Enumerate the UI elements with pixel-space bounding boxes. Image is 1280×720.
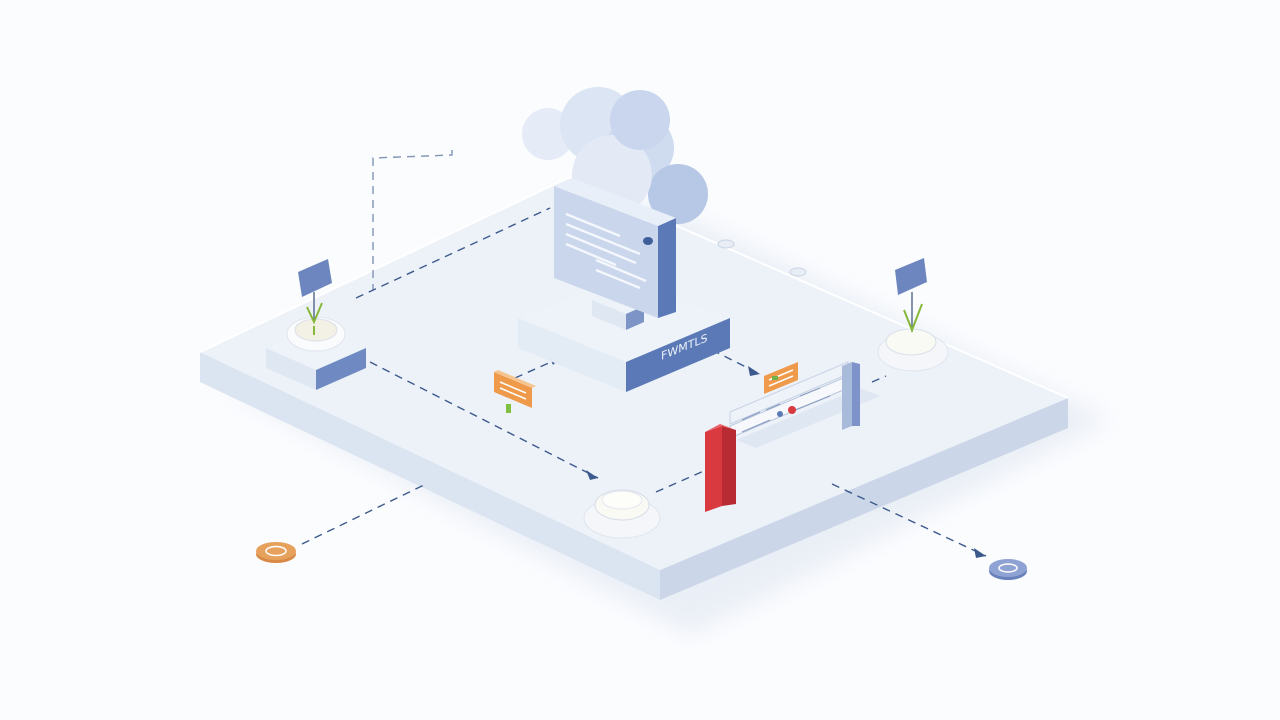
flag-icon bbox=[895, 258, 927, 295]
platform-left-side bbox=[200, 352, 660, 600]
gate-right-post bbox=[842, 362, 852, 430]
connector-left-block-to-bottom bbox=[369, 361, 599, 479]
server-plate bbox=[626, 318, 730, 392]
arrowhead-bottom bbox=[586, 470, 598, 480]
connector-top-left-bracket bbox=[372, 150, 453, 290]
connector-bottom-node-to-gateway bbox=[655, 469, 707, 493]
right-node bbox=[877, 258, 949, 372]
monitor-text-lines bbox=[565, 212, 647, 290]
tag-label-icon bbox=[494, 370, 536, 413]
left-block bbox=[266, 316, 366, 390]
bottom-node bbox=[583, 489, 661, 539]
arrowhead-blue-coin bbox=[974, 548, 986, 558]
gate-red-light bbox=[788, 406, 796, 414]
connector-right-short bbox=[871, 375, 887, 383]
coin-icon bbox=[989, 559, 1027, 580]
small-puck bbox=[789, 267, 807, 277]
gate-red-post-side bbox=[722, 426, 736, 506]
barrier-gate-icon bbox=[705, 361, 880, 512]
platform-edge-highlight bbox=[199, 176, 1069, 399]
connector-left-node-to-server bbox=[355, 207, 551, 299]
gate-red-post-front bbox=[705, 426, 722, 512]
server-monitor-icon bbox=[554, 178, 676, 330]
flag-icon bbox=[298, 259, 332, 335]
small-puck bbox=[717, 239, 735, 249]
monitor-dot bbox=[643, 237, 653, 245]
arrowhead-server bbox=[748, 366, 760, 376]
connector-orange-coin-to-platform bbox=[301, 483, 427, 545]
connectors bbox=[301, 150, 987, 557]
connector-gateway-to-blue-coin bbox=[831, 483, 987, 557]
green-marker bbox=[506, 404, 511, 413]
coin-icon bbox=[256, 542, 296, 563]
tag-label-icon bbox=[764, 362, 798, 394]
gate-blue-light bbox=[777, 411, 783, 417]
